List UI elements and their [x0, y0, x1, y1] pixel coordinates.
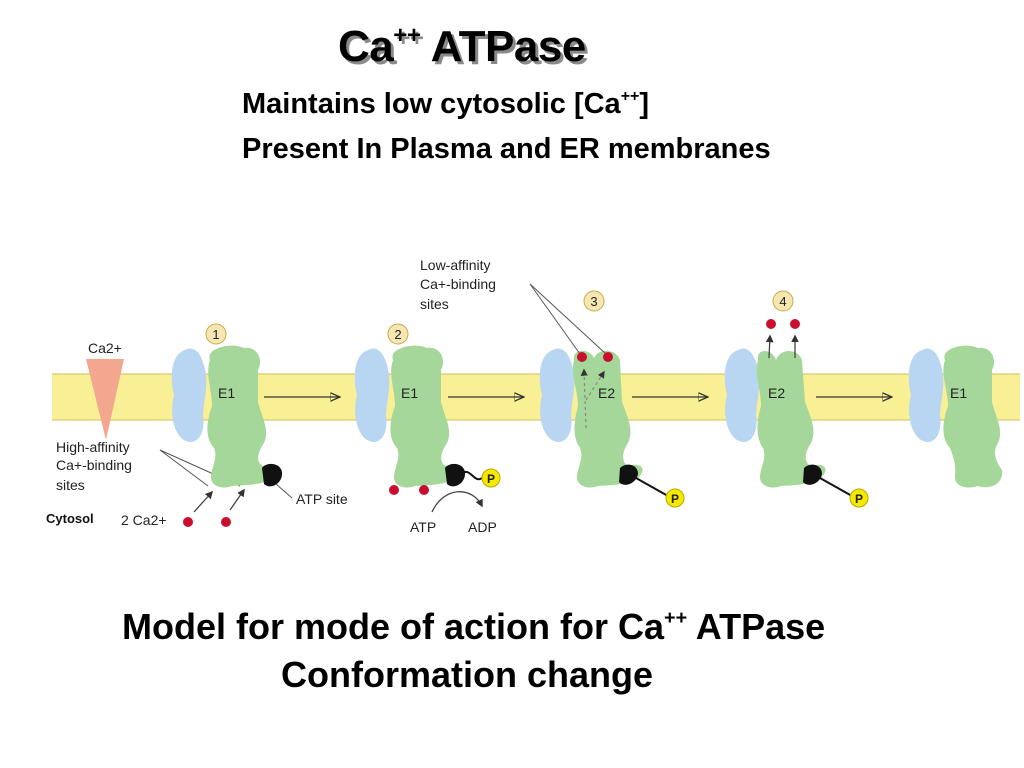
adp-label: ADP [468, 519, 497, 535]
caption-conformation-line: Conformation change [281, 654, 654, 695]
step-circle-4 [772, 290, 794, 312]
ca-entry-arrow [229, 488, 245, 511]
high-affinity-label: High-affinity Ca+-binding sites [56, 439, 136, 493]
slide-title: Ca++ ATPase [338, 21, 586, 71]
step-number-3: 3 [590, 294, 597, 309]
calcium-ion [183, 517, 193, 527]
pump-state-4: E2 [724, 348, 826, 488]
state-label: E2 [768, 385, 785, 401]
ca-entry-arrow [193, 490, 214, 513]
atp-label: ATP [410, 519, 436, 535]
pump-state-5: E1 [908, 345, 1003, 488]
calcium-ion [577, 352, 587, 362]
phosphate-group [849, 488, 869, 508]
bullet-low-cytosolic-ca: Maintains low cytosolic [Ca++] [242, 88, 649, 120]
atp-site-pointer [275, 483, 293, 499]
phosphate-tether [461, 471, 483, 481]
phosphate-label: P [855, 492, 863, 506]
atp-site [619, 464, 638, 485]
calcium-ion [419, 485, 429, 495]
state-label: E2 [598, 385, 615, 401]
cytosol-label: Cytosol [46, 511, 94, 526]
pump-state-3: E2 [539, 348, 643, 488]
atp-site [803, 464, 822, 485]
low-affinity-label: Low-affinity Ca+-binding sites [420, 257, 500, 312]
calcium-ion [389, 485, 399, 495]
high-affinity-pointer-1 [159, 449, 209, 487]
calcium-ion [766, 319, 776, 329]
step-circle-3 [583, 290, 605, 312]
atp-site [445, 463, 466, 487]
ca-path-dashed [580, 368, 588, 429]
protein-body [943, 345, 1003, 488]
helix-domain [539, 348, 575, 443]
low-affinity-pointer-1 [529, 283, 581, 355]
helix-domain [171, 348, 207, 443]
protein-body [207, 345, 279, 488]
helix-domain [354, 348, 390, 443]
ca-atpase-diagram: Ca2+ High-affinity Ca+-binding sites Cyt… [46, 257, 1020, 535]
ca-top-label: Ca2+ [88, 340, 122, 356]
calcium-ion [221, 517, 231, 527]
phosphate-tether [819, 477, 853, 497]
phosphate-tether [635, 477, 669, 497]
atp-to-adp-arrow [431, 491, 483, 513]
calcium-ion [790, 319, 800, 329]
calcium-ion [603, 352, 613, 362]
helix-domain [724, 348, 760, 443]
protein-body [756, 351, 826, 488]
phosphate-group [481, 468, 501, 488]
pump-state-2: E1 [354, 345, 466, 488]
step-number-1: 1 [212, 327, 219, 342]
state-label: E1 [218, 385, 235, 401]
bullet-plasma-er-membranes: Present In Plasma and ER membranes [242, 133, 771, 165]
phosphate-group [665, 488, 685, 508]
two-ca-label: 2 Ca2+ [121, 512, 167, 528]
low-affinity-pointer-2 [529, 283, 607, 355]
ca-gradient-triangle [86, 359, 124, 440]
step-circle-2 [387, 323, 409, 345]
step-number-2: 2 [394, 327, 401, 342]
atp-site-label: ATP site [296, 491, 348, 507]
state-label: E1 [401, 385, 418, 401]
step-circle-1 [205, 323, 227, 345]
state-label: E1 [950, 385, 967, 401]
helix-domain [908, 348, 944, 443]
pump-state-1: E1 [171, 345, 283, 488]
step-number-4: 4 [779, 294, 786, 309]
atp-site [262, 463, 283, 487]
protein-body [390, 345, 462, 488]
phosphate-label: P [487, 472, 495, 486]
phosphate-label: P [671, 492, 679, 506]
caption-model-line: Model for mode of action for Ca++ ATPase [122, 606, 826, 647]
protein-body [572, 350, 643, 488]
ca-exit-arrow [765, 334, 774, 359]
